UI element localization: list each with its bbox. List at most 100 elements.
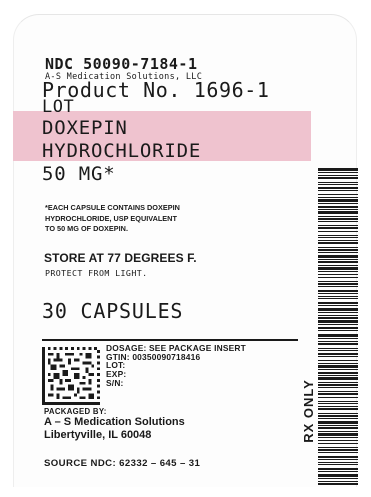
barcode-bar bbox=[318, 259, 358, 260]
dosage-line: DOSAGE: SEE PACKAGE INSERT bbox=[106, 343, 246, 353]
barcode-bar bbox=[318, 338, 358, 339]
barcode-bar bbox=[318, 408, 358, 410]
barcode-bar bbox=[318, 452, 358, 453]
composition-line: TO 50 MG OF DOXEPIN. bbox=[45, 224, 128, 233]
barcode-bar bbox=[318, 437, 358, 438]
barcode-bar bbox=[318, 221, 358, 222]
drug-name-line2: HYDROCHLORIDE bbox=[42, 140, 202, 162]
barcode-bar bbox=[318, 175, 358, 176]
barcode-bar bbox=[318, 401, 358, 402]
barcode-bar bbox=[318, 172, 358, 173]
barcode-bar bbox=[318, 413, 358, 414]
serial-line: S/N: bbox=[106, 377, 124, 388]
barcode-bar bbox=[318, 369, 358, 370]
barcode-bar bbox=[318, 286, 358, 287]
barcode-bar bbox=[318, 255, 358, 258]
barcode-bar bbox=[318, 456, 358, 458]
composition-line: *EACH CAPSULE CONTAINS DOXEPIN bbox=[45, 203, 180, 212]
packager-name: A – S Medication Solutions bbox=[44, 416, 185, 428]
package-info: DOSAGE: SEE PACKAGE INSERT GTIN: 0035009… bbox=[106, 344, 246, 388]
barcode-bar bbox=[318, 459, 358, 460]
barcode-bar bbox=[318, 227, 358, 229]
barcode-bar bbox=[318, 290, 358, 292]
barcode-bar bbox=[318, 216, 358, 217]
barcode-bar bbox=[318, 182, 358, 183]
barcode-bar bbox=[318, 320, 358, 323]
barcode-bar bbox=[318, 341, 358, 342]
barcode-bar bbox=[318, 406, 358, 407]
barcode-bar bbox=[318, 330, 358, 331]
barcode-bar bbox=[318, 377, 358, 380]
barcode-bar bbox=[318, 267, 358, 270]
drug-name-line1: DOXEPIN bbox=[42, 117, 128, 139]
barcode-bar bbox=[318, 237, 358, 238]
barcode-bar bbox=[318, 206, 358, 208]
barcode-bar bbox=[318, 252, 358, 253]
company-name-small: A-S Medication Solutions, LLC bbox=[45, 72, 203, 82]
lot-label: LOT bbox=[42, 97, 75, 117]
barcode-bar bbox=[318, 235, 358, 236]
barcode-bar bbox=[318, 308, 358, 311]
barcode-bar bbox=[318, 353, 358, 355]
barcode-bar bbox=[318, 298, 358, 299]
barcode-bar bbox=[318, 421, 358, 424]
barcode-bar bbox=[318, 327, 358, 329]
barcode-bar bbox=[318, 343, 358, 345]
barcode-bar bbox=[318, 324, 358, 325]
divider-rule bbox=[42, 339, 298, 341]
datamatrix-icon bbox=[42, 347, 100, 405]
barcode-bar bbox=[318, 261, 358, 263]
barcode-bar bbox=[318, 317, 358, 319]
barcode-bar bbox=[318, 449, 358, 451]
barcode-bar bbox=[318, 199, 358, 202]
storage-instructions: STORE AT 77 DEGREES F. bbox=[44, 251, 197, 265]
barcode-bar bbox=[318, 209, 358, 210]
barcode-bar bbox=[318, 274, 358, 275]
barcode-bar bbox=[318, 302, 358, 304]
barcode-bar bbox=[318, 203, 358, 204]
barcode-bar bbox=[318, 415, 358, 417]
barcode-bar bbox=[318, 225, 358, 226]
barcode-bar bbox=[318, 168, 358, 171]
barcode-bar bbox=[318, 249, 358, 251]
packaged-by-label: PACKAGED BY: bbox=[44, 407, 107, 416]
barcode-bar bbox=[318, 315, 358, 316]
barcode-bar bbox=[318, 427, 358, 429]
protect-from-light: PROTECT FROM LIGHT. bbox=[45, 268, 148, 278]
barcode-bar bbox=[318, 177, 358, 179]
barcode-bar bbox=[318, 382, 358, 383]
barcode-bar bbox=[318, 231, 358, 232]
barcode-bar bbox=[318, 348, 358, 349]
barcode-bar bbox=[318, 283, 358, 285]
barcode-bar bbox=[318, 360, 358, 361]
barcode-bar bbox=[318, 363, 358, 364]
label-card bbox=[13, 14, 357, 487]
barcode-bar bbox=[318, 391, 358, 392]
barcode-bar bbox=[318, 375, 358, 376]
barcode-bar bbox=[318, 247, 358, 248]
drug-strength: 50 MG* bbox=[42, 163, 116, 185]
source-ndc: SOURCE NDC: 62332 – 645 – 31 bbox=[44, 458, 201, 469]
barcode-bar bbox=[318, 474, 358, 477]
barcode-bar bbox=[318, 393, 358, 395]
barcode-bar bbox=[318, 312, 358, 313]
barcode-bar bbox=[318, 184, 358, 185]
barcode-bar bbox=[318, 293, 358, 294]
barcode-bar bbox=[318, 197, 358, 198]
barcode-bar bbox=[318, 464, 358, 465]
lot-line: LOT: bbox=[106, 360, 126, 371]
barcode-bar bbox=[318, 271, 358, 272]
barcode-bar bbox=[318, 418, 358, 419]
barcode-bar bbox=[318, 462, 358, 463]
barcode-bar bbox=[318, 440, 358, 441]
barcode-bar bbox=[318, 211, 358, 214]
barcode-bar bbox=[318, 372, 358, 374]
highlight-band bbox=[13, 111, 311, 161]
barcode-bar bbox=[318, 365, 358, 368]
barcode-bar bbox=[318, 425, 358, 426]
barcode-bar bbox=[318, 483, 358, 485]
barcode-bar bbox=[318, 433, 358, 436]
barcode-bar bbox=[318, 443, 358, 444]
product-number: Product No. 1696-1 bbox=[42, 78, 270, 102]
barcode-bar bbox=[318, 387, 358, 388]
